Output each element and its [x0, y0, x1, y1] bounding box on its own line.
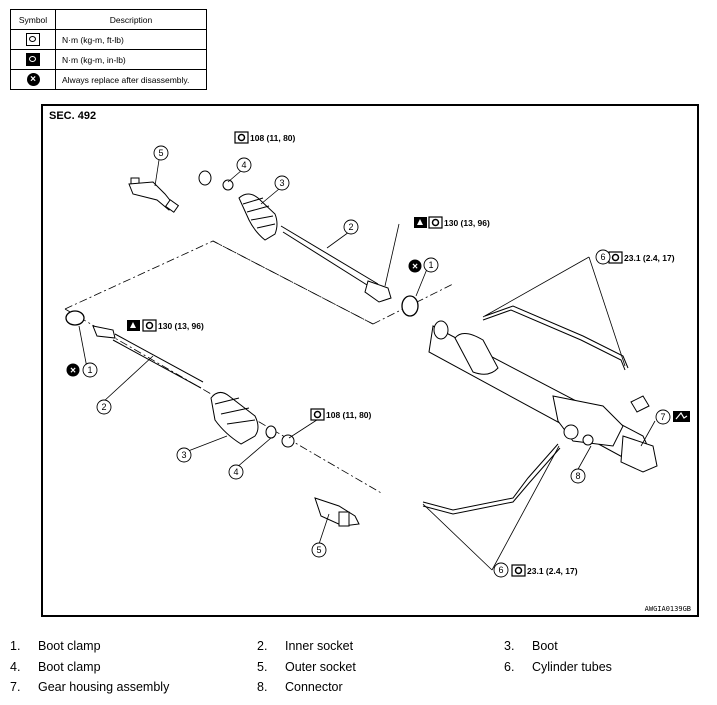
boot-clamp-left: [65, 310, 85, 326]
legend-row-text: Always replace after disassembly.: [55, 69, 207, 90]
torque-label-130-left: 130 (13, 96): [127, 319, 204, 332]
callout-number: 7: [660, 412, 665, 422]
svg-text:×: ×: [412, 262, 418, 273]
callout-number: 3: [181, 450, 186, 460]
boot-top: [238, 193, 278, 241]
outer-socket-left: [314, 497, 360, 527]
boot-clamp-top: [401, 295, 419, 317]
callout-number: 6: [498, 565, 503, 575]
callout-numbers: 5 4 3 2 1 6 7 8 1 2 3 4 5 6: [87, 148, 665, 575]
torque-label-108-top: 108 (11, 80): [234, 131, 296, 144]
parts-list: 1.Boot clamp 2.Inner socket 3.Boot 4.Boo…: [10, 639, 710, 701]
torque-label-23-top: 23.1 (2.4, 17): [608, 251, 675, 264]
leader-lines: [78, 159, 656, 571]
legend-row-text: N·m (kg-m, in-lb): [55, 49, 207, 70]
inner-socket-left: [92, 325, 204, 389]
svg-text:108 (11, 80): 108 (11, 80): [326, 410, 372, 420]
callout-number: 2: [101, 402, 106, 412]
svg-text:23.1 (2.4, 17): 23.1 (2.4, 17): [527, 566, 578, 576]
torque-label-130-top: 130 (13, 96): [414, 216, 490, 229]
diagram-frame: 108 (11, 80) 130 (13, 96) 130 (13, 96) 1…: [41, 104, 699, 617]
svg-text:×: ×: [70, 366, 76, 377]
legend-row-text: N·m (kg-m, ft-lb): [55, 29, 207, 50]
legend-header-symbol: Symbol: [10, 9, 56, 30]
steering-gear-exploded-diagram: 108 (11, 80) 130 (13, 96) 130 (13, 96) 1…: [64, 131, 690, 578]
svg-text:23.1 (2.4, 17): 23.1 (2.4, 17): [624, 253, 675, 263]
inner-socket-top: [280, 225, 392, 303]
callout-number: 2: [348, 222, 353, 232]
oil-application-icon: [673, 411, 690, 422]
svg-text:130 (13, 96): 130 (13, 96): [158, 321, 204, 331]
replace-part-icon: ×: [408, 259, 422, 273]
torque-label-23-bottom: 23.1 (2.4, 17): [511, 564, 578, 577]
callout-number: 1: [87, 365, 92, 375]
callout-number: 3: [279, 178, 284, 188]
torque-wrench-icon: [26, 33, 40, 46]
figure-code: AWGIA0139GB: [644, 605, 691, 613]
callout-number: 4: [233, 467, 238, 477]
cylinder-tubes: [422, 305, 629, 515]
svg-text:108 (11, 80): 108 (11, 80): [250, 133, 296, 143]
callout-number: 5: [316, 545, 321, 555]
callout-circles: [82, 145, 671, 578]
torque-wrench-inlb-icon: [26, 53, 40, 66]
svg-text:130 (13, 96): 130 (13, 96): [444, 218, 490, 228]
callout-number: 4: [241, 160, 246, 170]
callout-number: 1: [428, 260, 433, 270]
nut-left: [265, 425, 295, 448]
replace-part-icon: ×: [26, 73, 40, 86]
torque-label-108-bottom: 108 (11, 80): [310, 408, 372, 421]
parts-row: 7.Gear housing assembly 8.Connector: [10, 680, 343, 694]
gear-housing-assembly: [428, 320, 658, 473]
replace-part-icon: ×: [66, 363, 80, 377]
boot-left: [210, 392, 259, 445]
outer-socket-top: [128, 177, 180, 213]
symbol-legend-table: Symbol Description N·m (kg-m, ft-lb) N·m…: [10, 9, 207, 90]
assembly-boundary-lines: [64, 240, 454, 495]
callout-number: 6: [600, 252, 605, 262]
parts-row: 4.Boot clamp 5.Outer socket 6.Cylinder t…: [10, 659, 612, 674]
callout-number: 5: [158, 148, 163, 158]
callout-number: 8: [575, 471, 580, 481]
legend-header-description: Description: [55, 9, 207, 30]
section-label: SEC. 492: [49, 110, 97, 122]
nut-top: [198, 170, 234, 191]
parts-row: 1.Boot clamp 2.Inner socket 3.Boot: [10, 639, 558, 653]
